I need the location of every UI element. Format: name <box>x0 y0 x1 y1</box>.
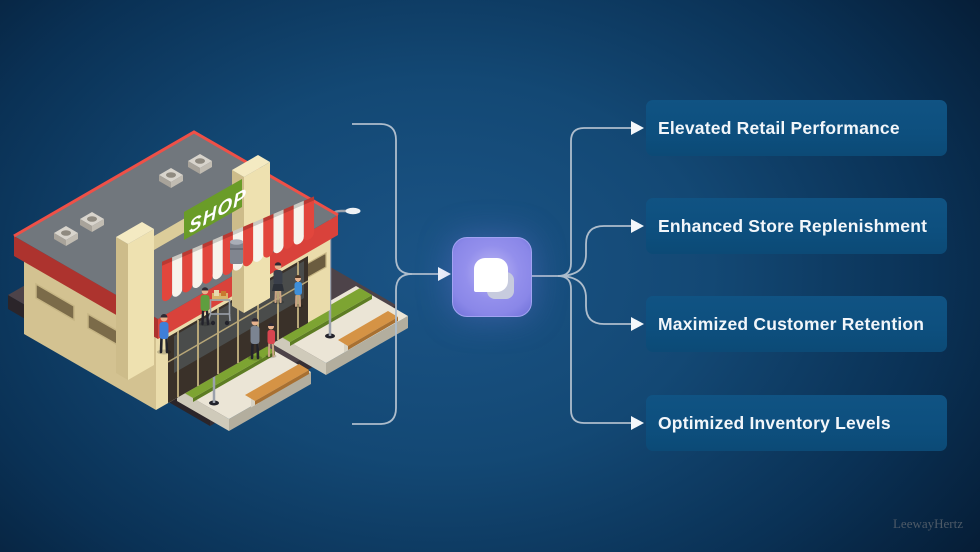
outcome-label: Optimized Inventory Levels <box>658 412 891 433</box>
connector-branch-1 <box>557 127 631 277</box>
arrowhead-1 <box>631 121 644 135</box>
arrowhead-3 <box>631 317 644 331</box>
hub-node <box>452 237 532 317</box>
outcome-box-elevated-retail-performance: Elevated Retail Performance <box>646 100 947 156</box>
layers-copy-icon <box>474 258 508 292</box>
outcome-label: Maximized Customer Retention <box>658 313 925 334</box>
pedestrians <box>157 262 303 361</box>
rooftop-ac-units <box>54 154 212 246</box>
bench-right <box>338 311 398 353</box>
connector-branch-2 <box>557 225 631 277</box>
arrowhead-4 <box>631 416 644 430</box>
striped-awning <box>162 196 315 302</box>
outcome-label: Elevated Retail Performance <box>658 117 900 138</box>
sidewalk-right <box>274 286 408 375</box>
watermark: LeewayHertz <box>892 516 963 531</box>
outcome-box-enhanced-store-replenishment: Enhanced Store Replenishment <box>646 198 947 254</box>
trash-can <box>230 239 243 264</box>
connector-branch-4 <box>557 275 631 424</box>
connector-shop-top <box>352 123 438 275</box>
outcome-box-maximized-customer-retention: Maximized Customer Retention <box>646 296 947 352</box>
shop-illustration: SHOP <box>8 130 408 431</box>
connector-shop-bottom <box>352 273 413 425</box>
arrowhead-hub <box>438 267 451 281</box>
bench-left <box>245 364 309 408</box>
sidewalk-left <box>177 342 311 431</box>
outcome-label: Enhanced Store Replenishment <box>658 215 928 236</box>
outcome-box-optimized-inventory-levels: Optimized Inventory Levels <box>646 395 947 451</box>
arrowhead-2 <box>631 219 644 233</box>
connector-branch-3 <box>557 275 631 325</box>
